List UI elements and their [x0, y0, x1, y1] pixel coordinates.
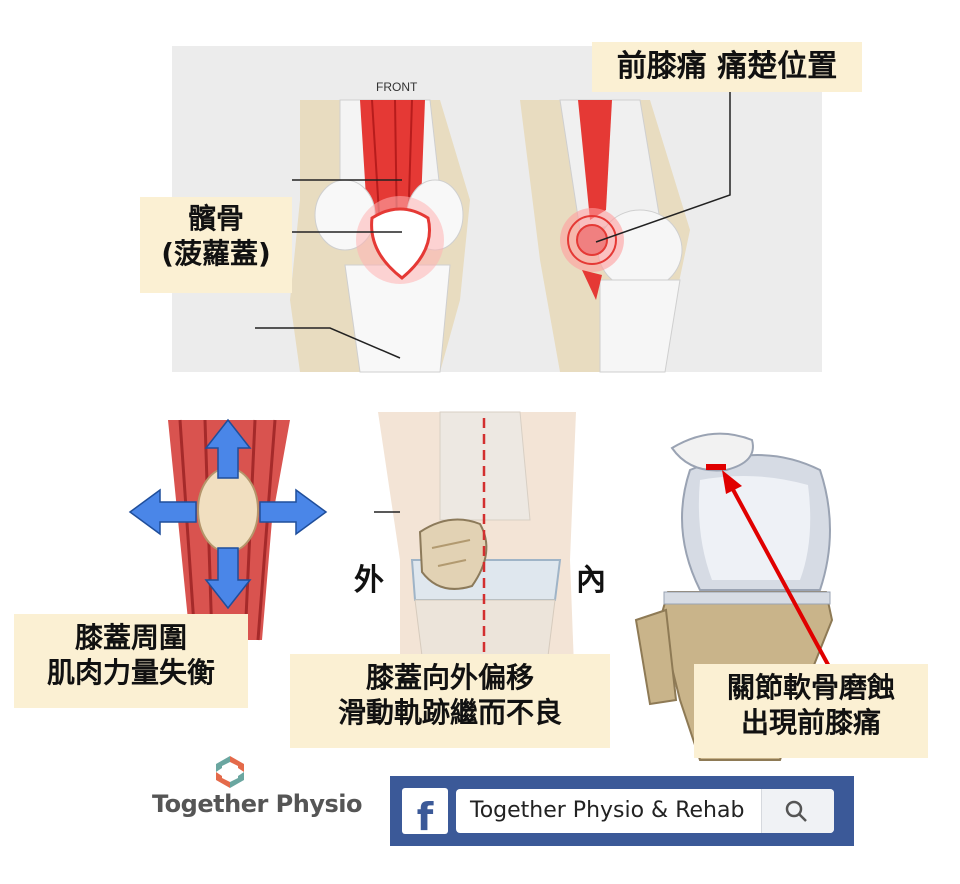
- patella-label: 髕骨 (菠蘿蓋): [140, 197, 292, 293]
- together-physio-logo-icon: [216, 756, 244, 788]
- facebook-search-box[interactable]: Together Physio & Rehab: [456, 789, 834, 833]
- outer-side-label: 外: [354, 563, 384, 598]
- inner-side-label: 內: [576, 563, 606, 598]
- patella-label-line1: 髕骨: [187, 202, 244, 235]
- muscle-imbalance-line2: 肌肉力量失衡: [46, 656, 215, 689]
- muscle-imbalance-line1: 膝蓋周圍: [74, 621, 187, 654]
- facebook-f-icon[interactable]: f: [402, 788, 448, 839]
- cartilage-wear-label: 關節軟骨磨蝕 出現前膝痛: [694, 664, 928, 758]
- facebook-page-name: Together Physio & Rehab: [470, 798, 745, 823]
- search-button[interactable]: [761, 789, 834, 833]
- tracking-line1: 膝蓋向外偏移: [365, 661, 534, 694]
- patella-label-line2: (菠蘿蓋): [161, 237, 271, 270]
- muscle-imbalance-label: 膝蓋周圍 肌肉力量失衡: [14, 614, 248, 708]
- tracking-label: 膝蓋向外偏移 滑動軌跡繼而不良: [290, 654, 610, 748]
- brand-name: Together Physio: [152, 790, 362, 818]
- facebook-bar: f Together Physio & Rehab: [390, 776, 854, 846]
- search-icon: [785, 800, 807, 822]
- tracking-line2: 滑動軌跡繼而不良: [337, 696, 562, 729]
- cartilage-line1: 關節軟骨磨蝕: [726, 671, 895, 704]
- cartilage-line2: 出現前膝痛: [740, 706, 881, 739]
- pain-location-label: 前膝痛 痛楚位置: [592, 42, 862, 92]
- front-label: FRONT: [376, 80, 418, 94]
